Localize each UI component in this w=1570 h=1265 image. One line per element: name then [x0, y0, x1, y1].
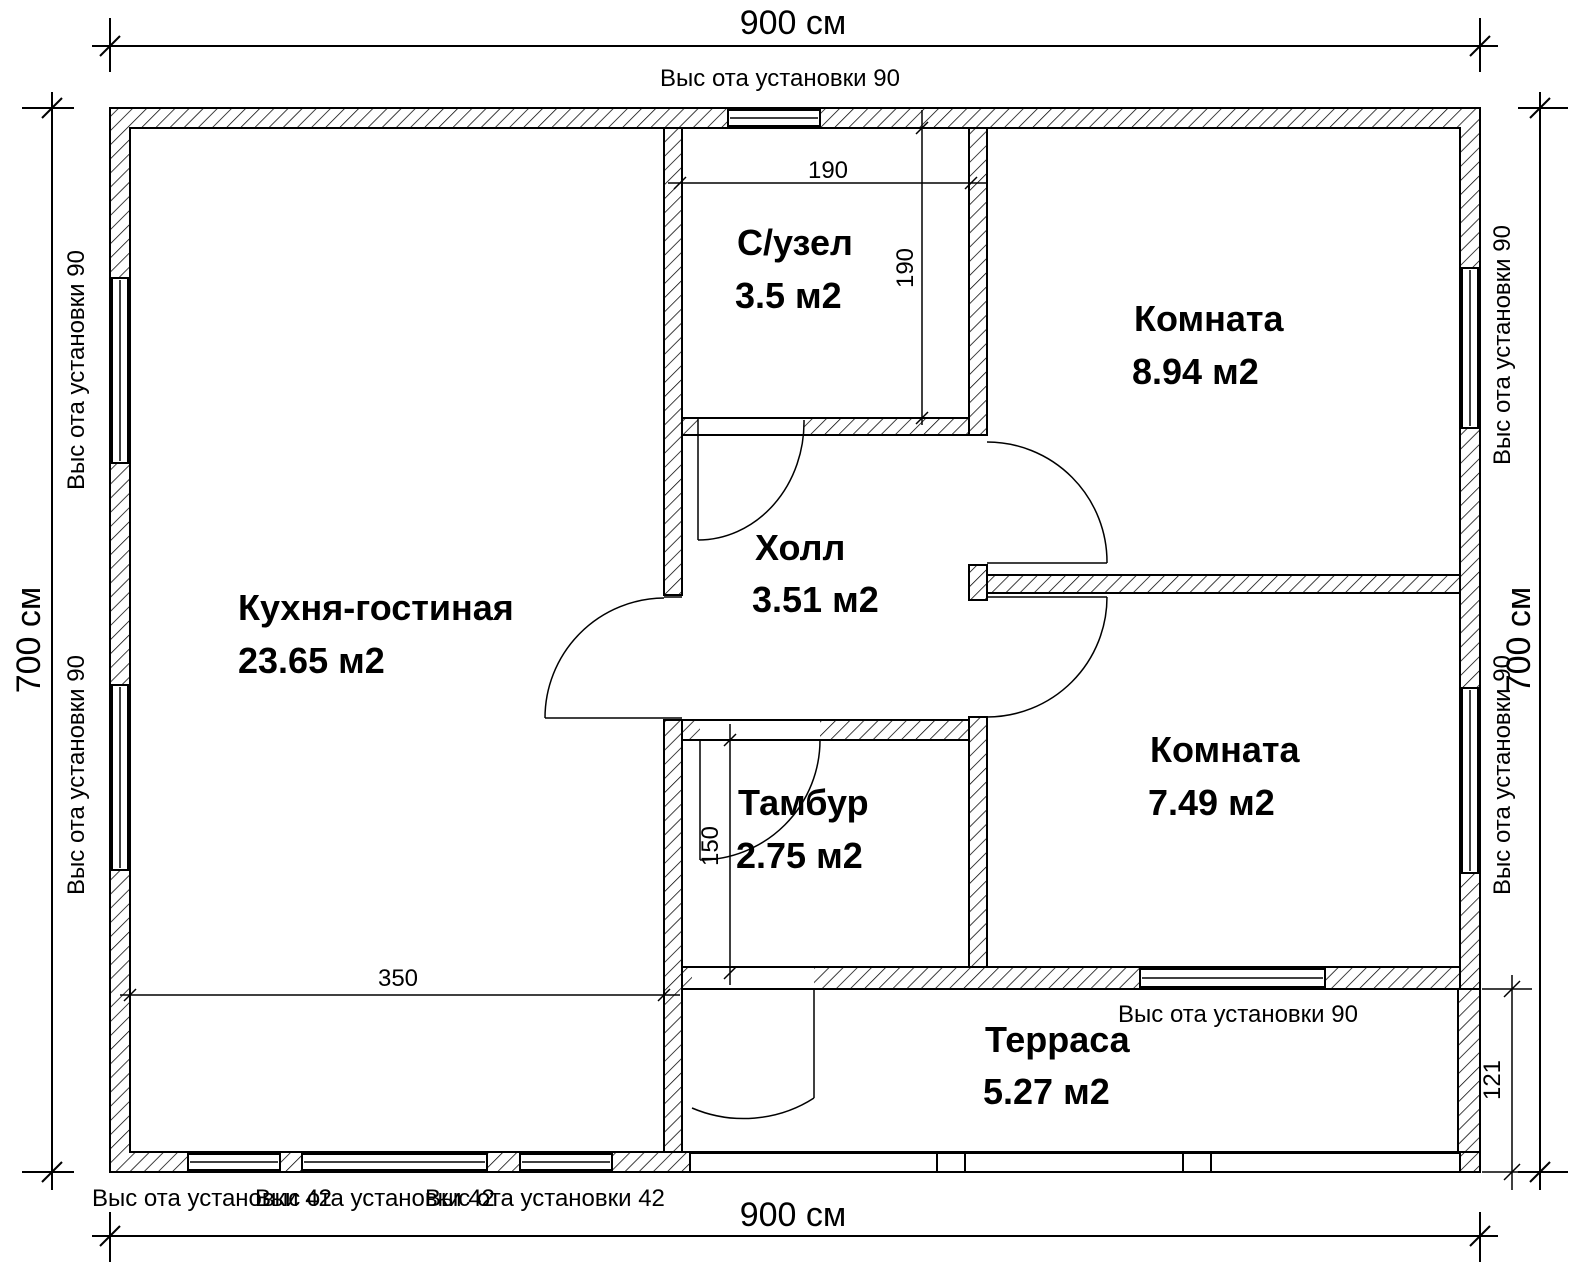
room-hall-area: 3.51 м2: [752, 579, 879, 620]
terrace-opening: [689, 1152, 1461, 1173]
room-kitchen-area: 23.65 м2: [238, 640, 385, 681]
interior-dimension-lines: [120, 110, 987, 1002]
doors: [544, 419, 1108, 1120]
room-2-area: 7.49 м2: [1148, 782, 1275, 823]
room-1-area: 8.94 м2: [1132, 351, 1259, 392]
window-left-lower-label: Выс ота установки 90: [63, 655, 90, 895]
window-right-upper-label: Выс ота установки 90: [1489, 225, 1516, 465]
room-terrace-name: Терраса: [985, 1019, 1131, 1060]
windows: [111, 109, 1479, 1171]
dimension-bathroom-width: 190: [808, 157, 848, 184]
window-left-upper-label: Выс ота установки 90: [63, 250, 90, 490]
room-terrace-area: 5.27 м2: [983, 1071, 1110, 1112]
room-kitchen-name: Кухня-гостиная: [238, 587, 514, 628]
dimension-width-top: 900 см: [740, 4, 847, 42]
window-room2-bottom-label: Выс ота установки 90: [1118, 1001, 1358, 1028]
room-hall-name: Холл: [755, 527, 845, 568]
window-bottom-1-label: Выс ота установки 42: [92, 1185, 332, 1212]
room-vestibule-area: 2.75 м2: [736, 835, 863, 876]
dimension-kitchen-width: 350: [378, 965, 418, 992]
dimension-terrace-depth: 121: [1479, 1060, 1506, 1100]
window-top-label: Выс ота установки 90: [660, 65, 900, 92]
dimension-bathroom-height: 190: [892, 248, 919, 288]
room-vestibule-name: Тамбур: [738, 782, 869, 823]
dimension-width-bottom: 900 см: [740, 1196, 847, 1234]
dimension-lines: [22, 18, 1568, 1262]
dimension-height-left: 700 см: [10, 587, 48, 694]
window-bottom-3-label: Выс ота установки 42: [425, 1185, 665, 1212]
dimension-height-right: 700 см: [1500, 587, 1538, 694]
dimension-vestibule-height: 150: [697, 826, 724, 866]
window-right-lower-label: Выс ота установки 90: [1489, 655, 1516, 895]
window-bottom-2-label: Выс ота установки 42: [255, 1185, 495, 1212]
room-1-name: Комната: [1134, 298, 1285, 339]
room-bathroom-area: 3.5 м2: [735, 275, 842, 316]
room-bathroom-name: С/узел: [737, 222, 853, 263]
room-2-name: Комната: [1150, 729, 1301, 770]
